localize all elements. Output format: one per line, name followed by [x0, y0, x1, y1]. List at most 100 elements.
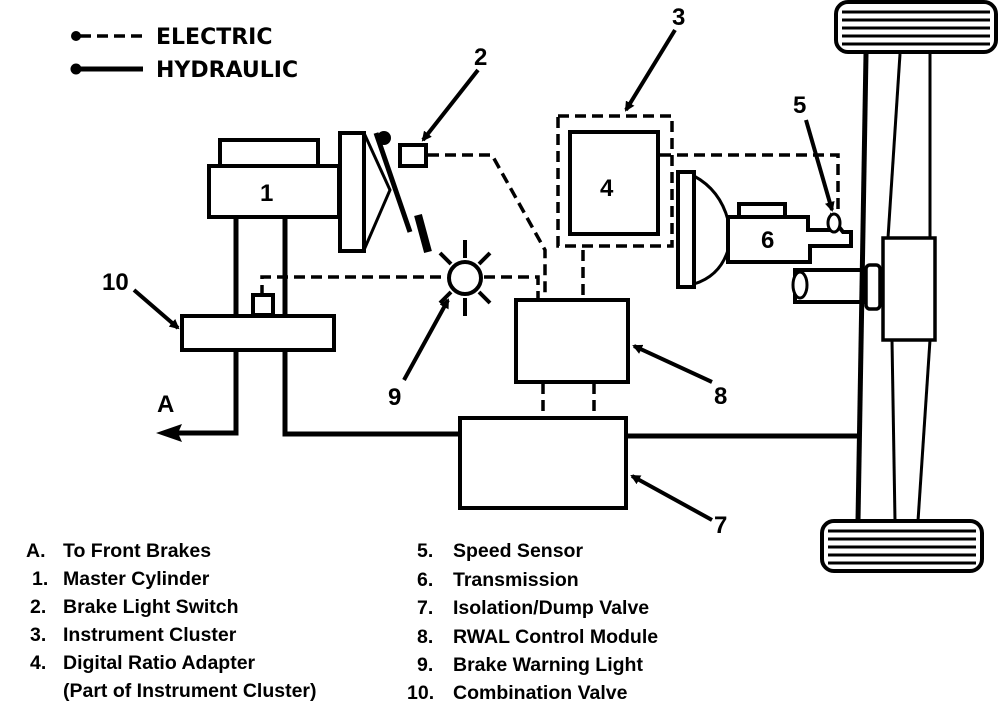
callout-8: 8	[714, 383, 727, 410]
key-item: 4. Digital Ratio Adapter	[30, 652, 256, 674]
key-num: A.	[26, 540, 46, 562]
electric-line-warning-light	[484, 275, 540, 298]
key-num: 2.	[30, 596, 46, 618]
differential-housing	[881, 236, 937, 342]
key-item: 7. Isolation/Dump Valve	[417, 597, 649, 619]
axle-tube-upper	[886, 53, 902, 239]
rwal-module-box	[514, 298, 630, 384]
key-num: 8.	[417, 626, 433, 648]
instrument-cluster: 4 3	[556, 4, 685, 248]
callout-6: 6	[761, 227, 774, 254]
transmission: 6	[676, 170, 882, 311]
combination-valve: 10 A	[102, 269, 336, 418]
master-cylinder-reservoir	[218, 138, 320, 170]
callout-10: 10	[102, 269, 129, 296]
tire-tread-bottom-icon	[828, 529, 976, 565]
axle-tube-lower	[890, 339, 897, 522]
key-label: (Part of Instrument Cluster)	[63, 680, 317, 702]
callout-1: 1	[260, 180, 273, 207]
key-num: 7.	[417, 597, 433, 619]
hydraulic-line-front	[178, 350, 239, 436]
isolation-valve-box	[458, 416, 628, 510]
key-item: 9. Brake Warning Light	[417, 654, 643, 676]
callout-3-arrow	[624, 28, 677, 112]
key-label: Isolation/Dump Valve	[453, 597, 649, 619]
callout-2-arrow	[421, 68, 480, 142]
key-item: 8. RWAL Control Module	[417, 626, 658, 648]
callout-5: 5	[793, 92, 806, 119]
axle-tube-lower	[916, 339, 932, 522]
legend-hydraulic-label: HYDRAULIC	[156, 58, 298, 83]
key-item: 2. Brake Light Switch	[30, 596, 239, 618]
hydraulic-dot-icon	[70, 63, 82, 75]
key-item: 5. Speed Sensor	[417, 540, 583, 562]
key-num: 6.	[417, 569, 433, 591]
booster-cone	[362, 132, 392, 251]
electric-line-brake-switch	[428, 153, 547, 298]
differential-flange	[864, 263, 882, 311]
callout-8-arrow	[632, 344, 713, 384]
parts-key-right: 5. Speed Sensor 6. Transmission 7. Isola…	[407, 540, 658, 704]
speed-sensor-callout: 5	[793, 92, 835, 212]
key-label: Combination Valve	[453, 682, 628, 704]
bellhousing	[693, 174, 730, 286]
electric-line-speed-sensor	[660, 153, 840, 215]
callout-2: 2	[474, 44, 487, 71]
key-label: Speed Sensor	[453, 540, 583, 562]
key-num: 3.	[30, 624, 46, 646]
key-label: Transmission	[453, 569, 579, 591]
key-label: To Front Brakes	[63, 540, 211, 562]
key-label: Master Cylinder	[63, 568, 210, 590]
key-label: Brake Light Switch	[63, 596, 239, 618]
master-cylinder-body	[207, 164, 341, 219]
brake-light-switch: 2	[398, 44, 487, 168]
callout-7: 7	[714, 512, 727, 539]
key-label: Digital Ratio Adapter	[63, 652, 256, 674]
electric-lines	[260, 153, 840, 417]
brake-booster	[338, 131, 432, 254]
axle-line	[855, 53, 869, 522]
callout-5-arrow	[804, 119, 835, 212]
legend-electric: ELECTRIC	[71, 25, 273, 50]
rear-axle	[820, 0, 998, 573]
isolation-dump-valve: 7	[458, 416, 727, 539]
key-label: RWAL Control Module	[453, 626, 658, 648]
warning-light-bulb-icon	[447, 260, 483, 296]
parts-key-left: A. To Front Brakes 1. Master Cylinder 2.…	[26, 540, 317, 702]
brake-pedal-pad	[414, 213, 432, 254]
combination-valve-switch	[251, 293, 275, 317]
callout-9-arrow	[402, 298, 450, 381]
digital-ratio-adapter	[568, 130, 660, 236]
booster-housing	[338, 131, 366, 253]
tire-tread-top-icon	[842, 10, 990, 46]
speed-sensor-icon	[826, 212, 842, 234]
callout-3: 3	[672, 4, 685, 31]
bellhousing-flange	[676, 170, 696, 289]
key-label: Brake Warning Light	[453, 654, 643, 676]
key-label: Instrument Cluster	[63, 624, 237, 646]
callout-7-arrow	[630, 474, 713, 522]
legend: ELECTRIC HYDRAULIC	[70, 25, 298, 83]
arrow-front-brakes-icon	[156, 424, 182, 442]
electric-dot-icon	[71, 31, 81, 41]
key-item: (Part of Instrument Cluster)	[63, 680, 317, 702]
key-num: 1.	[32, 568, 48, 590]
key-num: 10.	[407, 682, 434, 704]
callout-A: A	[157, 391, 174, 418]
hydraulic-line-rear	[282, 350, 460, 437]
driveshaft-joint	[791, 270, 809, 300]
hydraulic-lines	[156, 216, 860, 442]
key-item: 6. Transmission	[417, 569, 579, 591]
combination-valve-body	[180, 314, 336, 352]
callout-4: 4	[600, 175, 614, 202]
key-num: 9.	[417, 654, 433, 676]
callout-9: 9	[388, 384, 401, 411]
key-item: 3. Instrument Cluster	[30, 624, 237, 646]
instrument-cluster-outline	[556, 114, 674, 248]
brake-light-switch-box	[398, 143, 428, 168]
rwal-control-module: 8	[514, 298, 727, 410]
electric-line-combo-switch	[260, 275, 446, 296]
pedal-pivot-icon	[377, 131, 391, 145]
callout-10-arrow	[132, 288, 180, 330]
master-cylinder: 1	[207, 138, 341, 219]
